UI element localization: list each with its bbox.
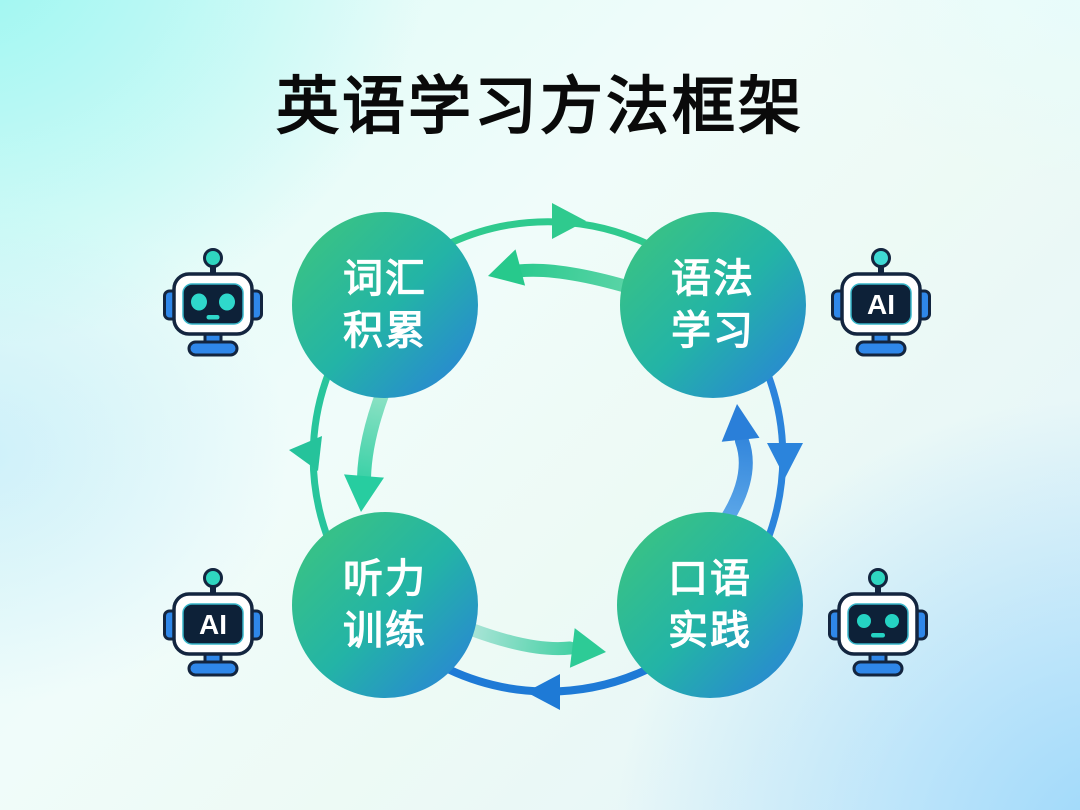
node-vocabulary-line2: 积累	[343, 309, 427, 353]
inner-arrow-top-head	[488, 249, 526, 286]
robot-ai-icon: AI	[831, 248, 931, 357]
node-vocabulary: 词汇 积累	[292, 212, 478, 398]
inner-arrow-bottom-shaft	[466, 623, 577, 656]
node-listening-line1: 听力	[343, 557, 427, 601]
outer-arrowhead-bottom	[526, 674, 560, 710]
robot-ai-icon: AI	[163, 568, 263, 677]
outer-arrowhead-top	[552, 203, 586, 239]
robot-ai-label: AI	[867, 289, 895, 320]
robot-ai-label: AI	[199, 609, 227, 640]
node-vocabulary-line1: 词汇	[343, 257, 427, 301]
robot-face-icon	[828, 568, 928, 677]
inner-arrow-left-shaft	[357, 385, 390, 485]
node-listening: 听力 训练	[292, 512, 478, 698]
inner-arrow-left-head	[344, 474, 384, 512]
inner-arrow-bottom-head	[569, 628, 606, 668]
node-grammar: 语法 学习	[620, 212, 806, 398]
node-listening-line2: 训练	[343, 609, 427, 653]
outer-arrowhead-left	[289, 436, 322, 471]
node-grammar-line2: 学习	[671, 309, 755, 353]
page-title: 英语学习方法框架	[276, 72, 804, 142]
robot-face-icon	[163, 248, 263, 357]
node-grammar-line1: 语法	[671, 257, 755, 301]
node-speaking-line2: 实践	[668, 609, 752, 653]
inner-arrow-right-shaft	[721, 434, 753, 524]
node-speaking: 口语 实践	[617, 512, 803, 698]
outer-arrowhead-right	[767, 443, 803, 478]
inner-arrow-right-head	[721, 404, 760, 442]
node-speaking-line1: 口语	[668, 557, 752, 601]
